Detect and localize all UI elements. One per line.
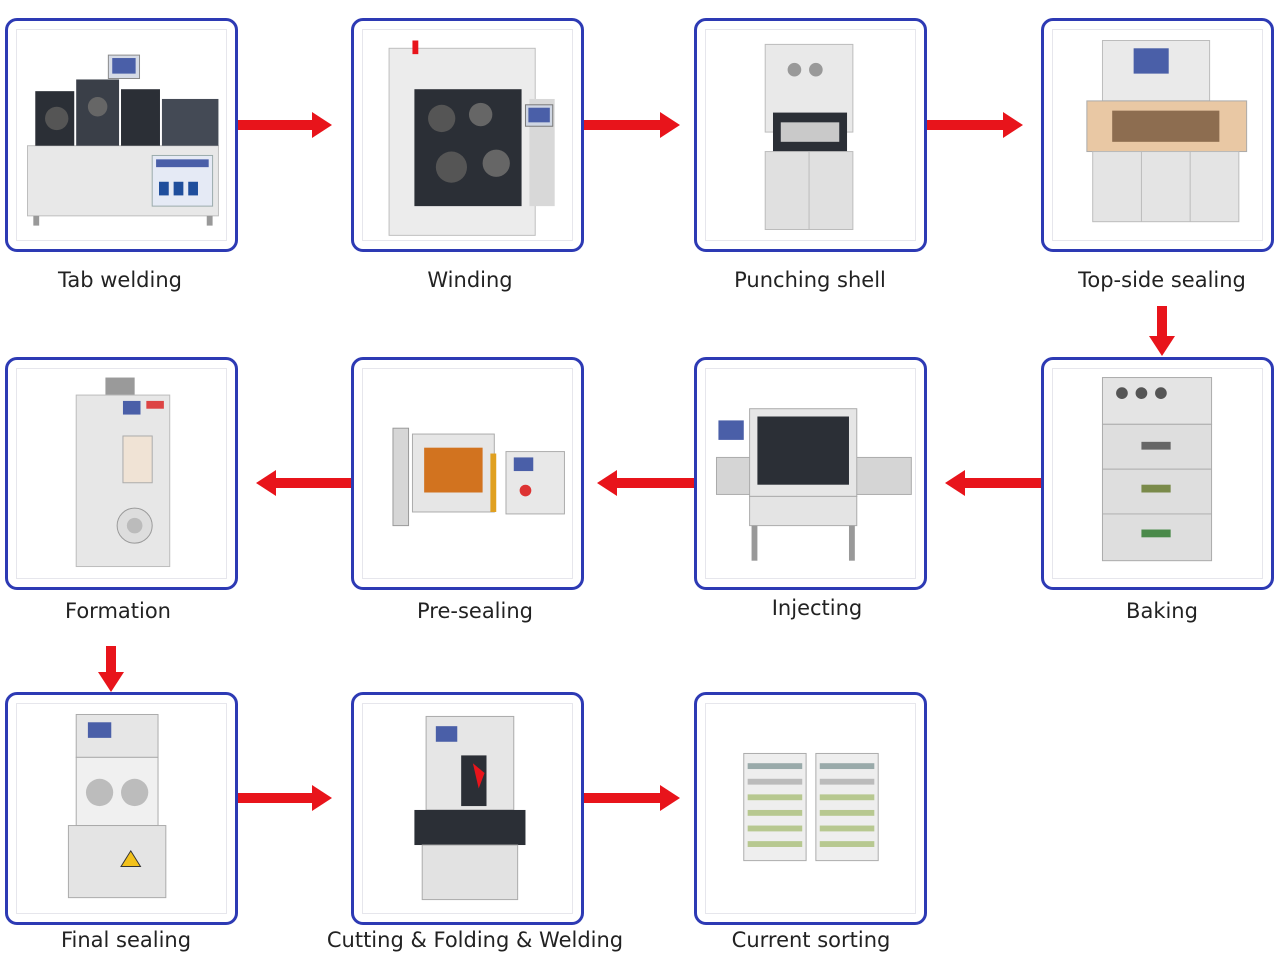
arrow-down-icon [98, 646, 124, 692]
arrow-left-icon [597, 470, 694, 496]
step-label: Tab welding [58, 268, 182, 292]
step-label: Top-side sealing [1078, 268, 1246, 292]
final-sealing-machine-icon [5, 692, 238, 925]
arrow-down-icon [1149, 306, 1175, 356]
arrow-right-icon [927, 112, 1023, 138]
step-label: Formation [65, 599, 171, 623]
arrow-left-icon [945, 470, 1041, 496]
tab-welding-machine-icon [5, 18, 238, 252]
step-label: Winding [427, 268, 513, 292]
step-label: Pre-sealing [416, 599, 534, 623]
step-label: Current sorting [731, 928, 891, 952]
pre-sealing-machine-icon [351, 357, 584, 590]
sorting-rack-icon [694, 692, 927, 925]
baking-oven-icon [1041, 357, 1274, 590]
step-label: Punching shell [734, 268, 886, 292]
arrow-left-icon [256, 470, 351, 496]
formation-cabinet-icon [5, 357, 238, 590]
winding-machine-icon [351, 18, 584, 252]
step-label: Final sealing [60, 928, 192, 952]
cutting-folding-machine-icon [351, 692, 584, 925]
arrow-right-icon [584, 785, 680, 811]
step-label: Injecting [771, 596, 863, 620]
injecting-machine-icon [694, 357, 927, 590]
step-label: Baking [1126, 599, 1198, 623]
arrow-right-icon [238, 112, 332, 138]
top-side-sealing-machine-icon [1041, 18, 1274, 252]
arrow-right-icon [238, 785, 332, 811]
step-label: Cutting & Folding & Welding [326, 928, 624, 952]
punching-machine-icon [694, 18, 927, 252]
arrow-right-icon [584, 112, 680, 138]
